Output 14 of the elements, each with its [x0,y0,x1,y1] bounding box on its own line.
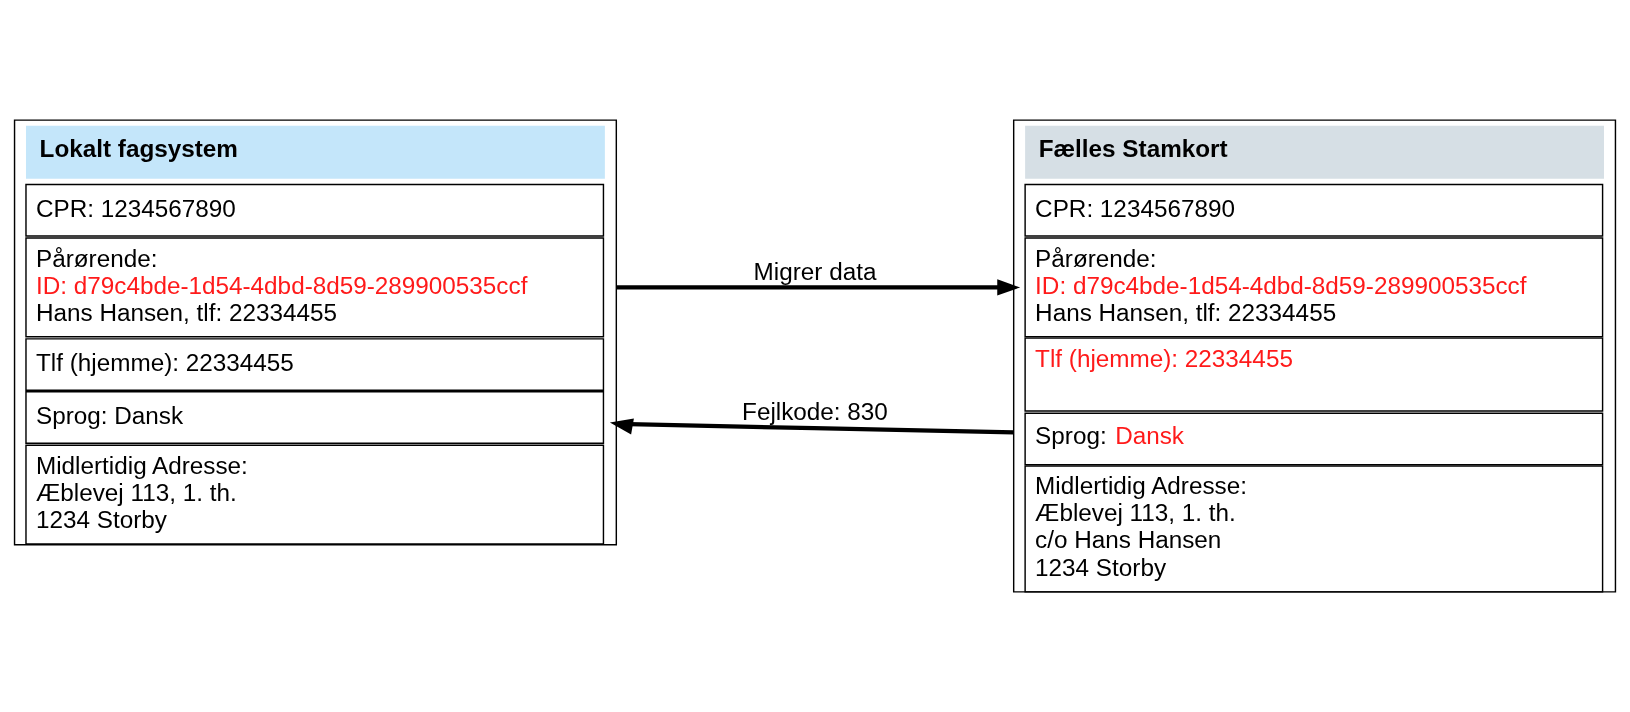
node-box: Midlertidig Adresse: Æblevej 113, 1. th. 1234 Storby [25,444,605,545]
edge-label: Migrer data [753,257,877,285]
node-box: Tlf (hjemme): 22334455 [1024,337,1604,412]
node-box: Midlertidig Adresse: Æblevej 113, 1. th. c/o Hans Hansen 1234 Storby [1024,465,1604,593]
edge-label: Fejlkode: 830 [742,397,888,425]
node-box: CPR: 1234567890 [25,183,605,237]
node-box: Pårørende: ID: d79c4bde-1d54-4dbd-8d59-289900535ccf Hans Hansen, tlf: 22334455 [25,237,605,338]
node-box: Tlf (hjemme): 22334455 [25,338,605,392]
node-box: CPR: 1234567890 [1024,183,1604,237]
arrow [616,279,1021,296]
arrow [609,418,1014,435]
node-box: Pårørende: ID: d79c4bde-1d54-4dbd-8d59-289900535ccf Hans Hansen, tlf: 22334455 [1024,237,1604,338]
node-box: Sprog: Dansk [25,391,605,444]
node-box: Sprog: Dansk [1024,412,1604,466]
